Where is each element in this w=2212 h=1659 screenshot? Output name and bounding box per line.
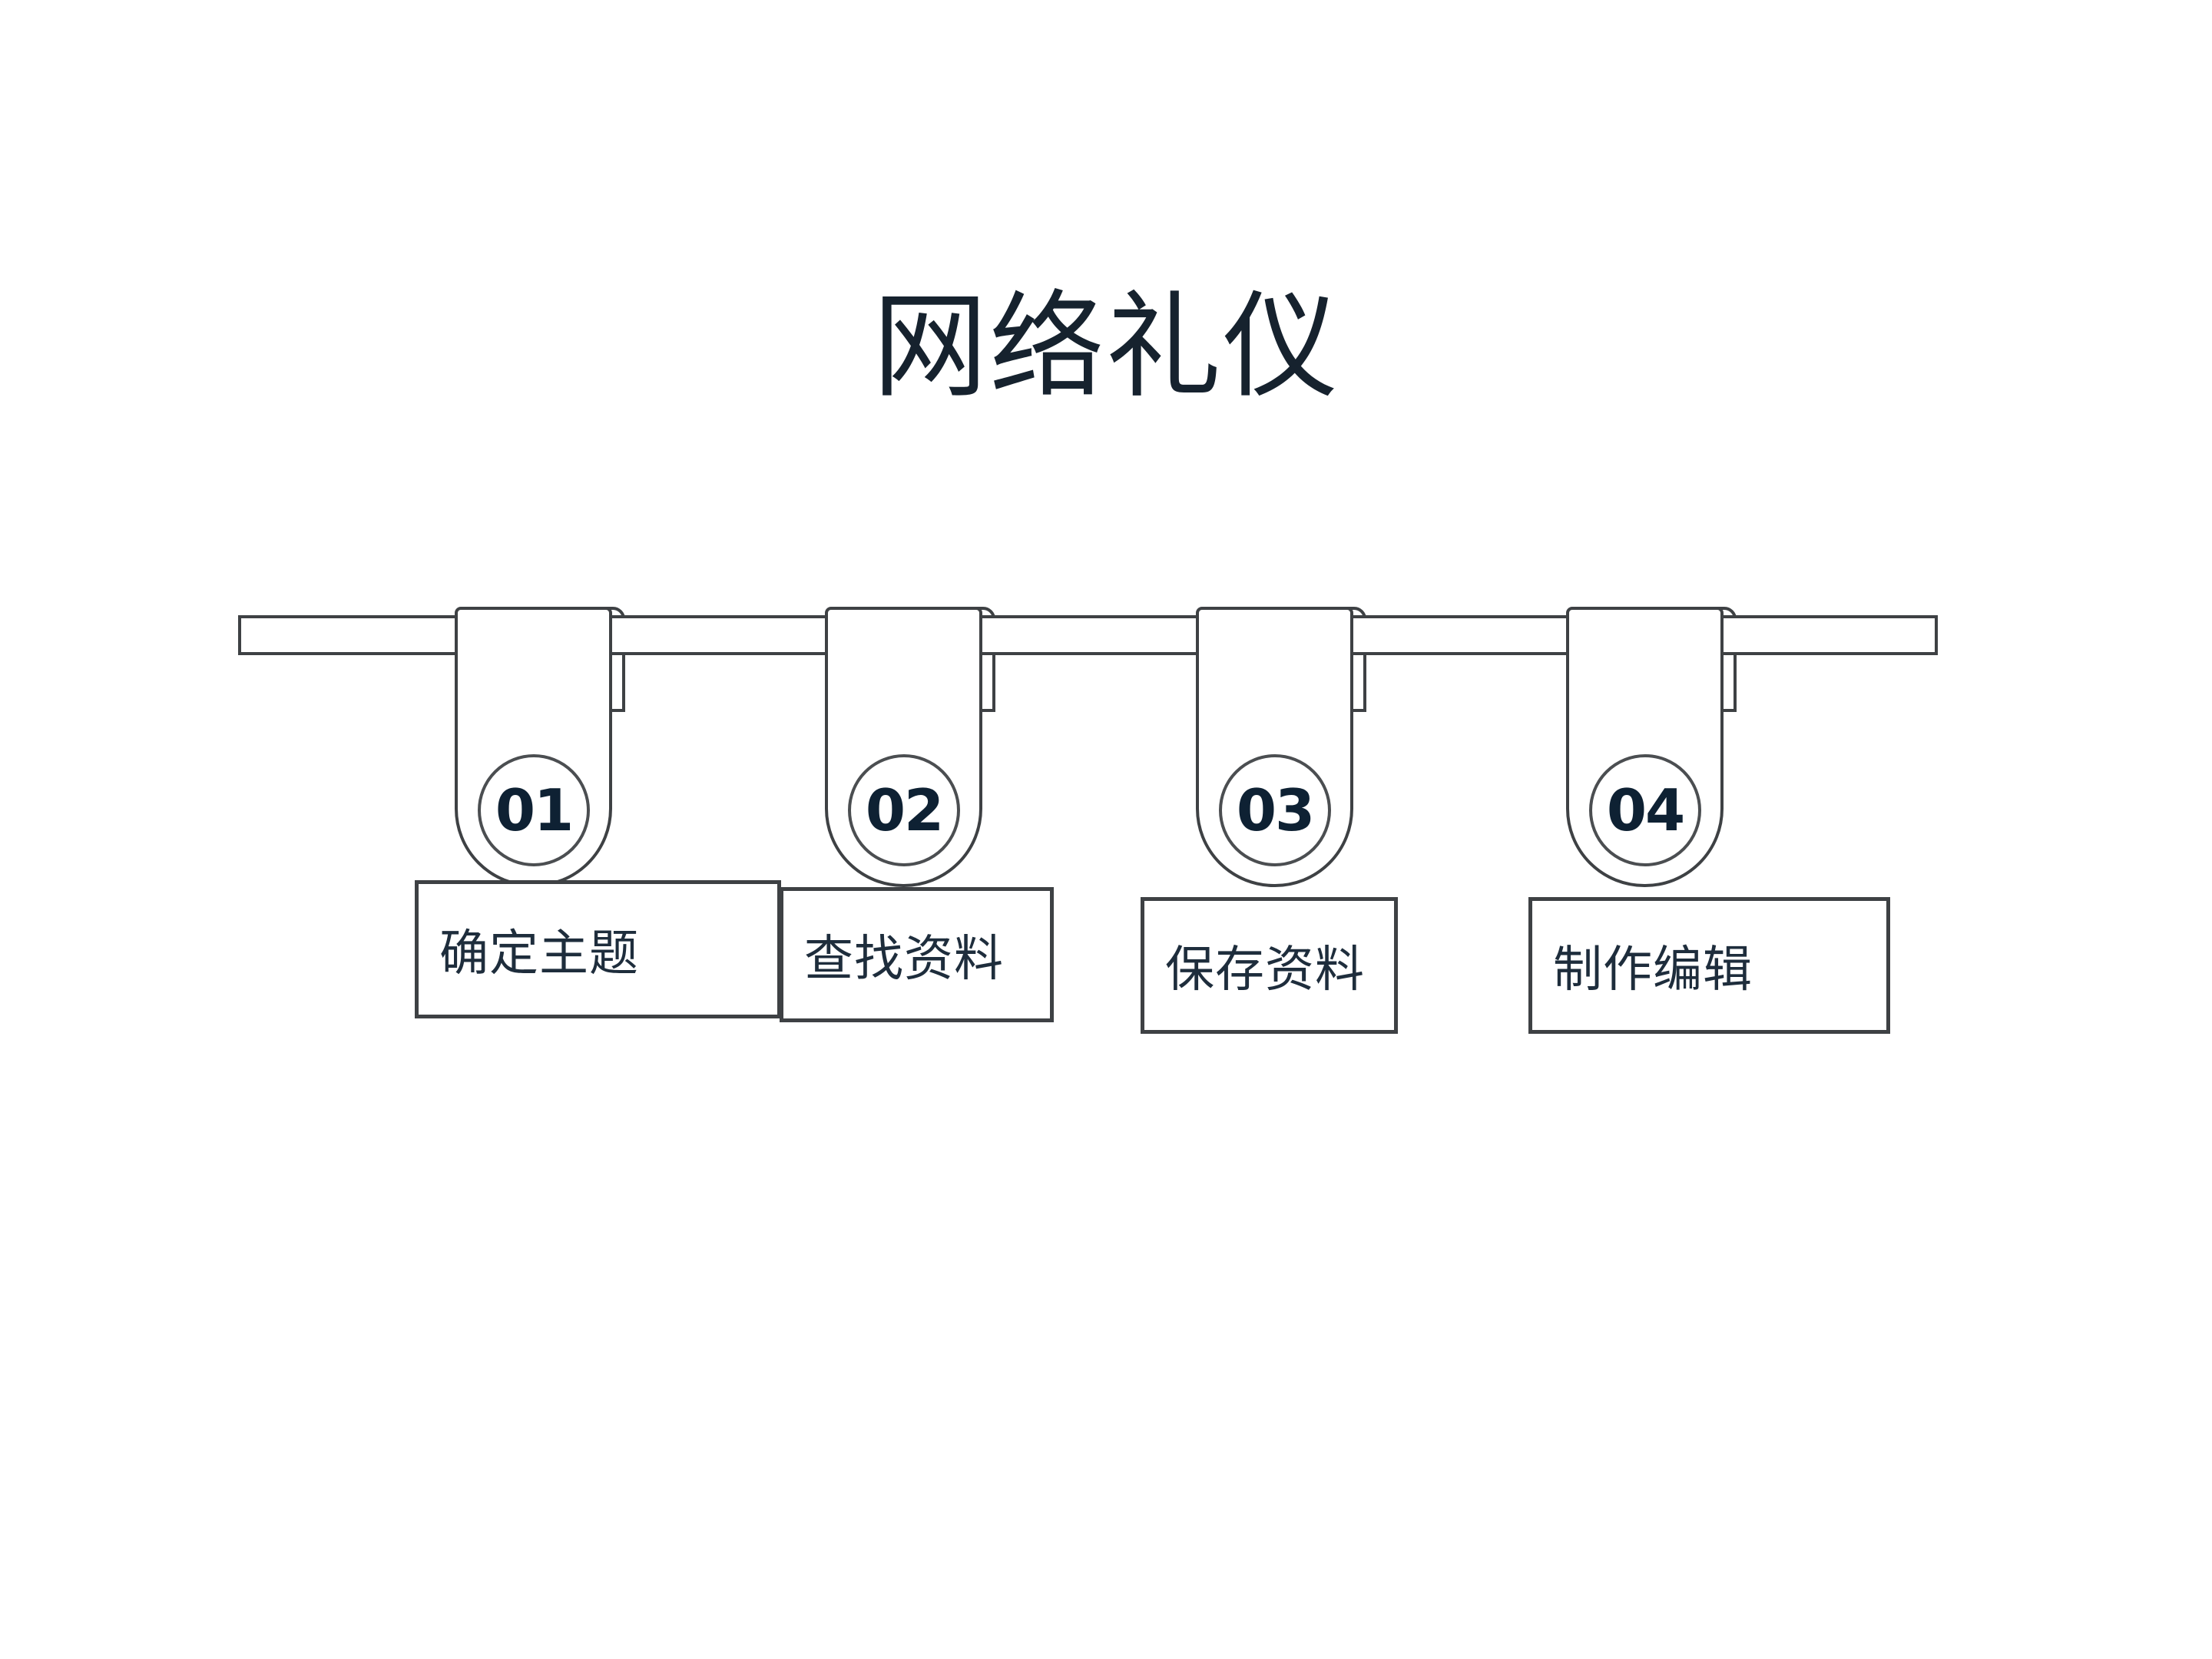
- step-number-circle: 04: [1589, 754, 1701, 866]
- step-number-circle: 01: [478, 754, 590, 866]
- step-number-circle: 03: [1219, 754, 1331, 866]
- step-label: 制作编辑: [1553, 942, 1753, 997]
- step-label: 保存资料: [1165, 942, 1365, 997]
- timeline-step-1: 01: [455, 607, 625, 891]
- timeline-step-2: 02: [825, 607, 995, 891]
- step-label-box-2: 查找资料: [780, 887, 1054, 1022]
- ribbon-tab-icon: [1196, 607, 1353, 887]
- step-label: 确定主题: [439, 926, 639, 981]
- step-label-box-1: 确定主题: [415, 880, 781, 1018]
- step-number: 04: [1606, 777, 1685, 844]
- step-label-box-4: 制作编辑: [1528, 897, 1890, 1034]
- step-number-circle: 02: [848, 754, 960, 866]
- timeline-step-3: 03: [1196, 607, 1366, 891]
- step-number: 02: [865, 777, 944, 844]
- step-number: 03: [1236, 777, 1315, 844]
- page-title: 网络礼仪: [872, 284, 1339, 412]
- step-label: 查找资料: [804, 931, 1004, 986]
- step-number: 01: [495, 777, 574, 844]
- step-label-box-3: 保存资料: [1141, 897, 1398, 1034]
- timeline-step-4: 04: [1566, 607, 1737, 891]
